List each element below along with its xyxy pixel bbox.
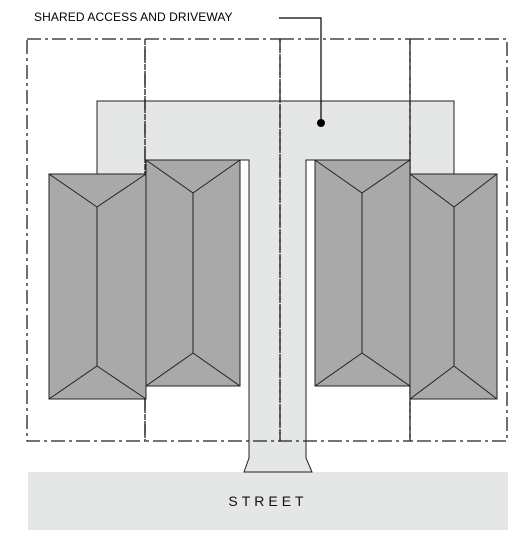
street-label: STREET	[228, 493, 308, 509]
house-4-roof	[409, 173, 498, 400]
street	[28, 472, 508, 530]
house-3-roof	[314, 159, 411, 387]
house-1-roof	[48, 173, 147, 400]
callout-leader-dot	[317, 119, 325, 127]
house-2-roof	[145, 159, 241, 387]
callout-leader-line	[279, 17, 322, 122]
callout-label: SHARED ACCESS AND DRIVEWAY	[34, 10, 233, 24]
